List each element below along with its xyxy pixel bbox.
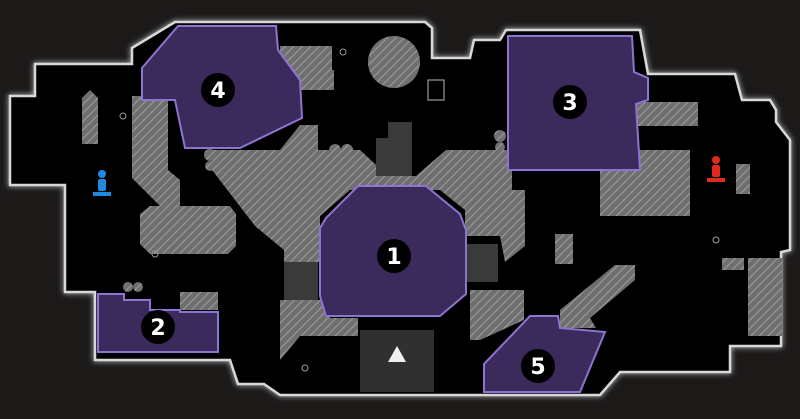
- spawn-red[interactable]: [707, 156, 725, 182]
- player-spawn-icon: [707, 156, 725, 182]
- obstacle: [180, 292, 218, 310]
- obstacle: [722, 258, 744, 270]
- zone-badge-1[interactable]: 1: [377, 239, 411, 273]
- prop: [339, 48, 347, 56]
- zone-label-5: 5: [530, 355, 545, 380]
- prop: [123, 282, 133, 292]
- prop: [204, 149, 216, 161]
- obstacle: [427, 79, 445, 101]
- obstacle: [294, 70, 334, 90]
- obstacle: [132, 96, 180, 206]
- obstacle: [466, 244, 498, 282]
- zone-label-1: 1: [386, 245, 401, 270]
- obstacle: [736, 164, 750, 194]
- prop: [494, 130, 506, 142]
- obstacle: [470, 290, 524, 340]
- zone-badge-4[interactable]: 4: [201, 73, 235, 107]
- obstacle: [555, 234, 573, 264]
- obstacle: [636, 102, 698, 126]
- obstacle: [376, 122, 412, 176]
- obstacle: [284, 262, 318, 300]
- zone-label-2: 2: [150, 316, 165, 341]
- obstacle: [368, 36, 420, 88]
- prop: [301, 364, 309, 372]
- obstacles: [82, 36, 782, 372]
- obstacle: [82, 90, 98, 144]
- obstacle: [140, 206, 236, 254]
- zone-badges: 4 3 1 2 5: [141, 73, 587, 383]
- zone-badge-2[interactable]: 2: [141, 310, 175, 344]
- zone-badge-5[interactable]: 5: [521, 349, 555, 383]
- prop: [151, 250, 159, 258]
- ramp-area: [360, 330, 434, 392]
- zone-label-3: 3: [562, 91, 577, 116]
- spawn-blue[interactable]: [93, 170, 111, 196]
- prop: [119, 112, 127, 120]
- prop: [341, 144, 353, 156]
- zone-label-4: 4: [210, 79, 225, 104]
- obstacle: [560, 265, 635, 328]
- prop: [495, 142, 505, 152]
- player-spawn-icon: [93, 170, 111, 196]
- prop: [205, 161, 215, 171]
- zone-badge-3[interactable]: 3: [553, 85, 587, 119]
- prop: [712, 236, 720, 244]
- ramp-arrow-icon: [388, 346, 406, 362]
- obstacle: [212, 125, 525, 262]
- obstacle: [748, 258, 782, 336]
- prop: [329, 144, 341, 156]
- obstacle: [280, 300, 358, 360]
- prop: [133, 282, 143, 292]
